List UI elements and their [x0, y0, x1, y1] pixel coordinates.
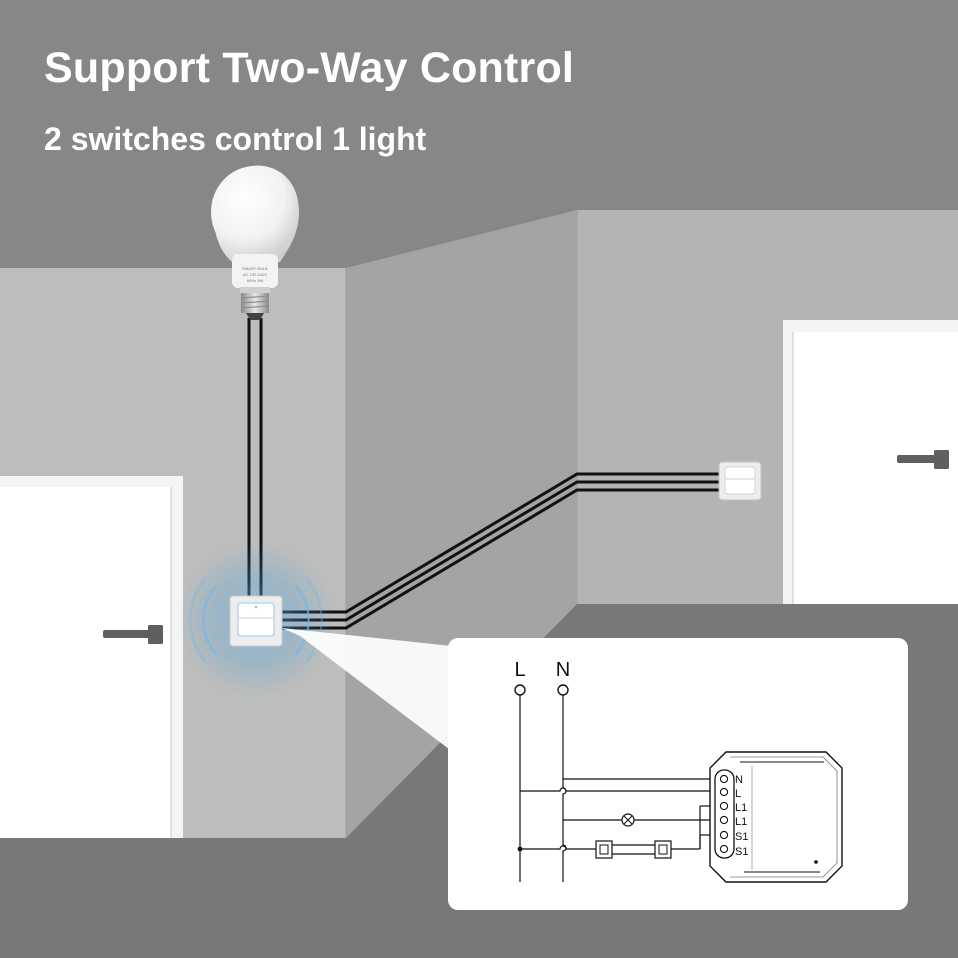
junction-dot: [517, 846, 523, 852]
neutral-terminal-dot: [557, 684, 569, 696]
neutral-supply-label: N: [556, 659, 570, 681]
left-door: [0, 476, 183, 838]
bulb-label-line-3: 60Hz 9W: [247, 278, 264, 283]
terminal-label-l1-b: L1: [735, 816, 747, 828]
terminal-label-s1-a: S1: [735, 831, 748, 843]
light-bulb: SMART BULB AC 100-240V 60Hz 9W: [211, 165, 300, 320]
bulb-label-line-2: AC 100-240V: [243, 272, 267, 277]
smart-wall-switch[interactable]: [229, 595, 283, 647]
wiring-diagram-panel: L N: [448, 638, 908, 910]
switch-symbol-2: [654, 840, 672, 859]
smart-switch-module: N L L1 L1 S1 S1: [709, 751, 843, 883]
left-door-handle: [103, 625, 163, 644]
live-terminal-dot: [514, 684, 526, 696]
terminal-label-l1-a: L1: [735, 802, 747, 814]
terminal-label-l: L: [735, 788, 741, 800]
page-subtitle: 2 switches control 1 light: [44, 121, 427, 157]
switch-symbol-1: [595, 840, 613, 859]
callout-beam: [282, 628, 470, 765]
right-door: [783, 320, 958, 604]
live-supply-label: L: [514, 659, 525, 681]
terminal-label-n: N: [735, 774, 743, 786]
second-wall-switch[interactable]: [718, 461, 762, 501]
right-door-handle: [897, 450, 949, 469]
bulb-label-line-1: SMART BULB: [242, 266, 268, 271]
page-title: Support Two-Way Control: [44, 44, 575, 92]
terminal-label-s1-b: S1: [735, 846, 748, 858]
lamp-symbol: [621, 813, 635, 827]
